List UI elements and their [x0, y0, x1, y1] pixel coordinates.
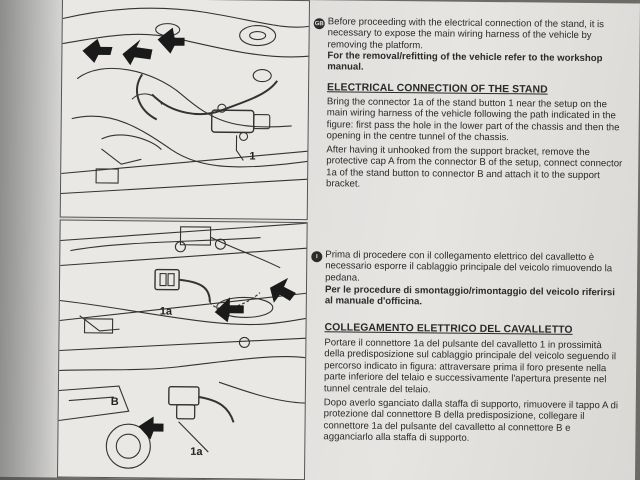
italian-flag-icon: I [311, 251, 323, 263]
english-intro: Before proceeding with the electrical co… [327, 16, 605, 52]
english-manual-note: For the removal/refitting of the vehicle… [327, 50, 603, 74]
callout-1: 1 [249, 150, 256, 163]
connector-routing-drawing [58, 222, 308, 469]
italian-heading: COLLEGAMENTO ELETTRICO DEL CAVALLETTO [324, 322, 573, 336]
english-step-1: Bring the connector 1a of the stand butt… [326, 96, 620, 144]
figure-stand-button: 1 [59, 0, 310, 221]
illustration-column: 1 [56, 0, 310, 480]
stand-button-drawing [60, 7, 310, 195]
callout-b: B [110, 396, 119, 409]
english-flag-icon: GB [313, 18, 325, 30]
italian-step-1: Portare il connettore 1a del pulsante de… [323, 337, 617, 396]
english-step-2: After having it unhooked from the suppor… [326, 144, 623, 190]
callout-1a-bottom: 1a [190, 445, 203, 459]
english-heading: ELECTRICAL CONNECTION OF THE STAND [327, 82, 548, 96]
callout-1a-top: 1a [159, 305, 173, 318]
italian-manual-note: Per le procedure di smontaggio/rimontagg… [324, 284, 616, 308]
figure-connector-routing: 1a B 1a [56, 219, 308, 480]
italian-intro: Prima di procedere con il collegamento e… [325, 249, 613, 284]
italian-step-2: Dopo averlo sganciato dalla staffa di su… [323, 397, 619, 445]
instructions-column: GB Before proceeding with the electrical… [307, 0, 630, 480]
